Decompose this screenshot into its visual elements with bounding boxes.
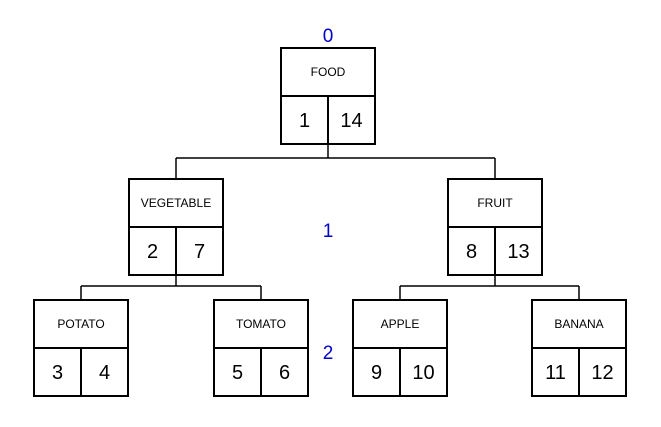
node-right-value: 12 [591,362,613,384]
node-left-value: 11 [545,362,566,384]
node-left-value: 3 [52,362,63,384]
node-label: FOOD [311,65,346,79]
node-right-value: 6 [279,362,290,384]
node-right-value: 13 [507,241,529,263]
node-left-value: 9 [371,362,382,384]
node-tomato: TOMATO 5 6 [213,299,309,397]
node-potato: POTATO 3 4 [33,299,129,397]
node-food: FOOD 1 14 [280,47,376,145]
node-left-value: 8 [466,241,477,263]
node-right-value: 10 [412,362,434,384]
level-labels: 0 1 2 [323,26,334,364]
node-right-value: 7 [194,241,205,263]
node-label: TOMATO [236,317,286,331]
node-left-value: 1 [299,110,310,132]
node-left-value: 2 [147,241,158,263]
level-label-2: 2 [323,343,334,364]
node-fruit: FRUIT 8 13 [447,178,543,276]
node-label: VEGETABLE [141,196,211,210]
node-right-value: 14 [340,110,362,132]
node-vegetable: VEGETABLE 2 7 [128,178,224,276]
node-label: POTATO [57,317,104,331]
node-label: BANANA [554,317,603,331]
node-banana: BANANA 11 12 [531,299,627,397]
tree-connectors [80,144,580,300]
node-label: APPLE [381,317,420,331]
level-label-0: 0 [323,26,334,47]
node-apple: APPLE 9 10 [352,299,448,397]
node-right-value: 4 [99,362,110,384]
node-left-value: 5 [232,362,243,384]
node-label: FRUIT [477,196,513,210]
level-label-1: 1 [323,221,334,242]
